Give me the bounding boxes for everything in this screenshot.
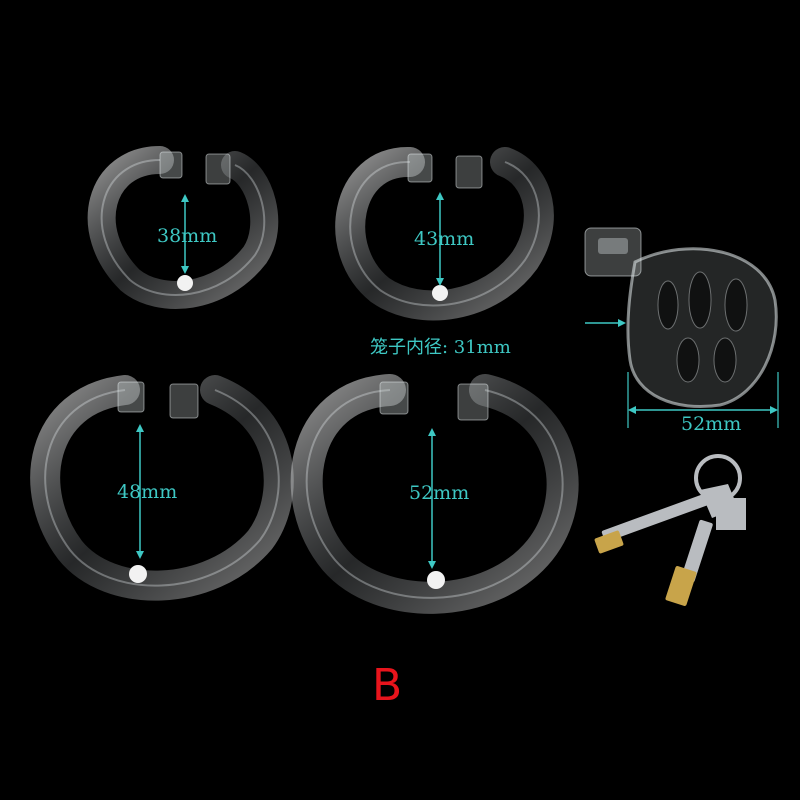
- ring-48mm: [30, 375, 294, 601]
- variant-letter: B: [372, 660, 403, 711]
- ring-38mm: [87, 146, 279, 309]
- ring-48-size-label: 48mm: [117, 481, 178, 503]
- cage-inner-diameter-label: 笼子内径: 31mm: [370, 337, 511, 358]
- keys: [594, 454, 746, 606]
- ring-43-size-label: 43mm: [414, 228, 475, 250]
- cage: [584, 227, 779, 428]
- ring-43mm: [335, 147, 554, 321]
- cage-length-label: 52mm: [681, 413, 742, 435]
- ring-38-size-label: 38mm: [157, 225, 218, 247]
- ring-52-size-label: 52mm: [409, 482, 470, 504]
- ring-52mm: [290, 374, 579, 614]
